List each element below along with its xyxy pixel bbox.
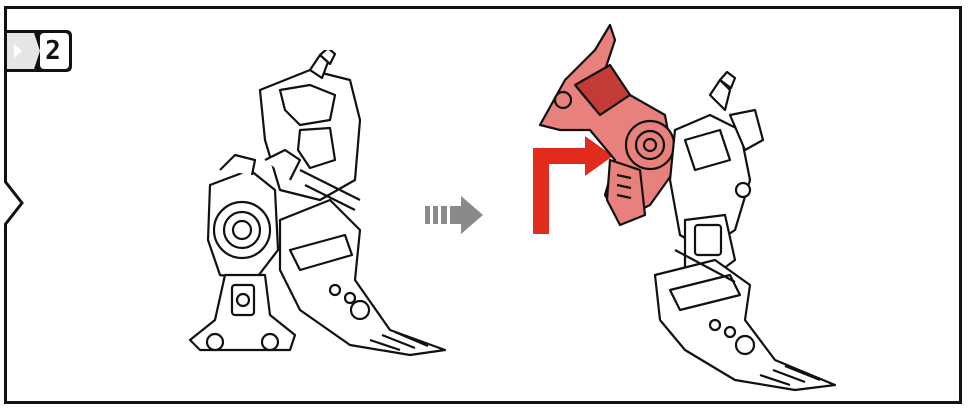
step-badge [4,30,72,72]
robot-before-illustration [188,50,447,357]
red-L-arrow-icon [533,136,613,234]
triple-bar-arrow-right-icon [425,196,483,234]
robot-after-illustration [538,23,837,392]
instruction-panel [4,6,962,404]
highlighted-part [538,23,677,227]
step-number: 2 [45,36,61,66]
play-triangle-icon [14,44,22,58]
side-notch-icon [4,180,24,226]
